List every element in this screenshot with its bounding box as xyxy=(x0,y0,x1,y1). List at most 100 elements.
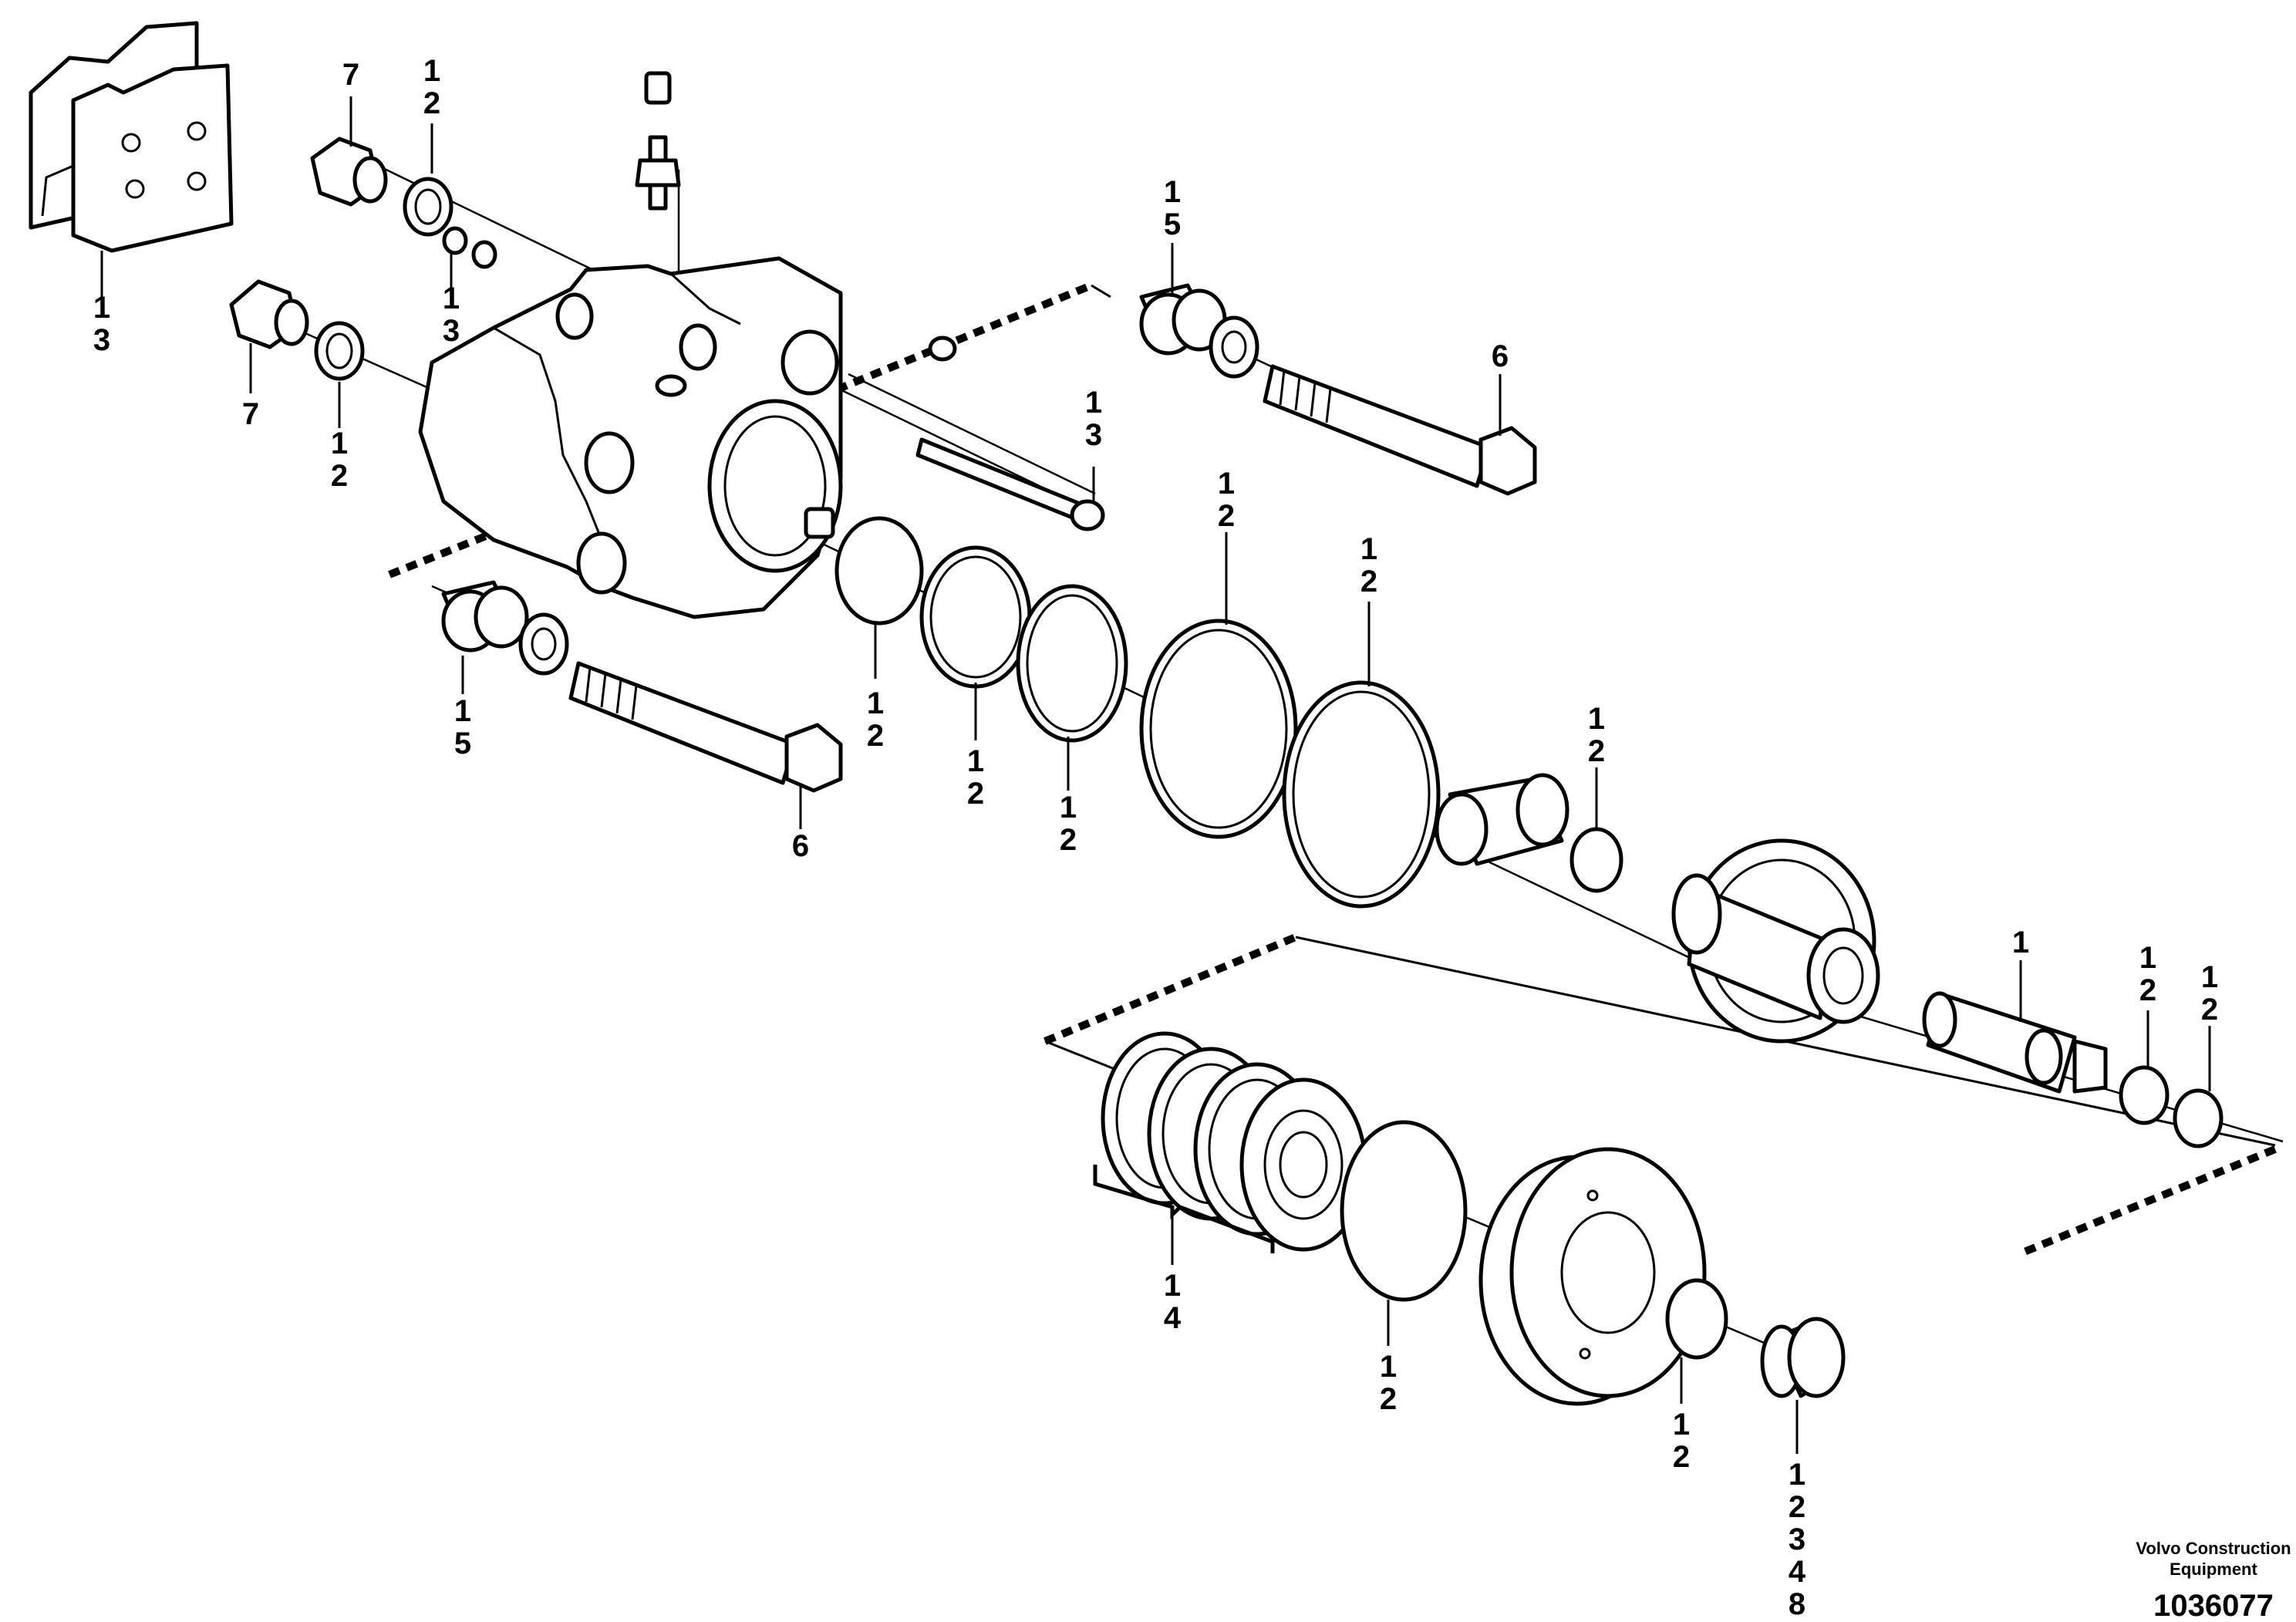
callout-digit: 1 xyxy=(967,744,984,778)
small-oring-middle xyxy=(1569,827,1623,893)
callout-digit: 1 xyxy=(1380,1350,1397,1384)
piston xyxy=(1671,838,1880,1044)
bleed-nipple xyxy=(635,71,681,211)
sleeve-bottom xyxy=(441,580,529,653)
callout-digit: 1 xyxy=(423,54,440,88)
callout-digit: 1 xyxy=(1060,791,1077,824)
callout-digit: 2 xyxy=(1060,823,1077,857)
seal-washer-left xyxy=(314,321,365,381)
callout-digit: 2 xyxy=(331,459,348,493)
brand-line-2: Equipment xyxy=(2170,1560,2257,1579)
end-cap xyxy=(1760,1317,1846,1398)
callout-digit: 1 xyxy=(1360,532,1377,566)
callout-digit: 1 xyxy=(1789,1458,1805,1492)
callout-digit: 3 xyxy=(443,314,460,348)
callout-plug-top: 7 xyxy=(342,58,359,92)
callout-digit: 4 xyxy=(1164,1301,1182,1335)
callout-digit: 2 xyxy=(867,719,884,753)
callout-digit: 2 xyxy=(1789,1490,1805,1524)
caliper-housing xyxy=(418,256,843,619)
callout-digit: 2 xyxy=(1673,1440,1690,1474)
callout-digit: 5 xyxy=(454,727,471,760)
small-rings-right xyxy=(2119,1065,2224,1148)
callout-bolt-top: 6 xyxy=(1492,339,1509,373)
callout-digit: 8 xyxy=(1789,1587,1805,1621)
callout-digit: 2 xyxy=(1360,565,1377,599)
callout-digit: 1 xyxy=(1164,175,1181,209)
cover-plate xyxy=(1478,1147,1707,1406)
brake-pads xyxy=(29,21,234,253)
brand-line-1: Volvo Construction xyxy=(2136,1539,2291,1558)
adjuster-rod xyxy=(1922,991,2108,1094)
bolt-top xyxy=(1263,364,1537,496)
callout-digit: 2 xyxy=(2139,973,2156,1007)
callout-digit: 4 xyxy=(1789,1555,1806,1589)
callout-bolt-bottom: 6 xyxy=(792,829,809,863)
washer-bottom-bolt xyxy=(518,612,569,676)
callout-digit: 1 xyxy=(1164,1269,1181,1303)
callout-digit: 2 xyxy=(1218,499,1235,533)
callout-digit: 2 xyxy=(1380,1382,1397,1416)
small-nuts xyxy=(442,226,497,269)
callout-digit: 2 xyxy=(1588,734,1605,768)
callout-digit: 3 xyxy=(1085,418,1102,452)
sleeve-top xyxy=(1139,283,1227,356)
piston-plug xyxy=(1435,773,1569,866)
small-oring-lower xyxy=(1665,1278,1728,1360)
callout-digit: 7 xyxy=(342,58,359,92)
callout-digit: 1 xyxy=(93,291,110,325)
screw xyxy=(915,336,1105,531)
callout-digit: 1 xyxy=(454,694,471,728)
callout-plug-left: 7 xyxy=(242,397,259,431)
callout-digit: 3 xyxy=(1789,1523,1805,1556)
callout-digit: 1 xyxy=(1673,1408,1690,1442)
plug-left xyxy=(229,279,309,349)
callout-digit: 6 xyxy=(792,829,809,863)
callout-digit: 1 xyxy=(2201,960,2218,994)
callout-rod: 1 xyxy=(2012,926,2029,959)
callout-digit: 1 xyxy=(1218,467,1235,501)
callout-digit: 5 xyxy=(1164,207,1181,241)
callout-digit: 2 xyxy=(423,86,440,120)
callout-digit: 3 xyxy=(93,323,110,357)
leader-lines xyxy=(100,96,2211,1454)
bolt-bottom xyxy=(568,661,843,793)
callout-digit: 1 xyxy=(867,686,884,720)
washer-top-bolt xyxy=(1209,315,1259,379)
plug-top xyxy=(310,137,388,207)
callout-digit: 1 xyxy=(2012,926,2029,959)
callout-digit: 1 xyxy=(2139,941,2156,975)
large-oring-lower xyxy=(1340,1120,1468,1302)
callout-digit: 7 xyxy=(242,397,259,431)
callout-digit: 1 xyxy=(331,427,348,460)
callout-digit: 2 xyxy=(967,777,984,811)
callout-digit: 2 xyxy=(2201,993,2218,1027)
seal-washer-top xyxy=(403,177,453,237)
callout-digit: 1 xyxy=(1085,386,1102,420)
piston-rings-upper xyxy=(834,516,1441,909)
disc-springs xyxy=(1101,1031,1367,1252)
callout-digit: 1 xyxy=(1588,702,1605,736)
callout-digit: 6 xyxy=(1492,339,1509,373)
